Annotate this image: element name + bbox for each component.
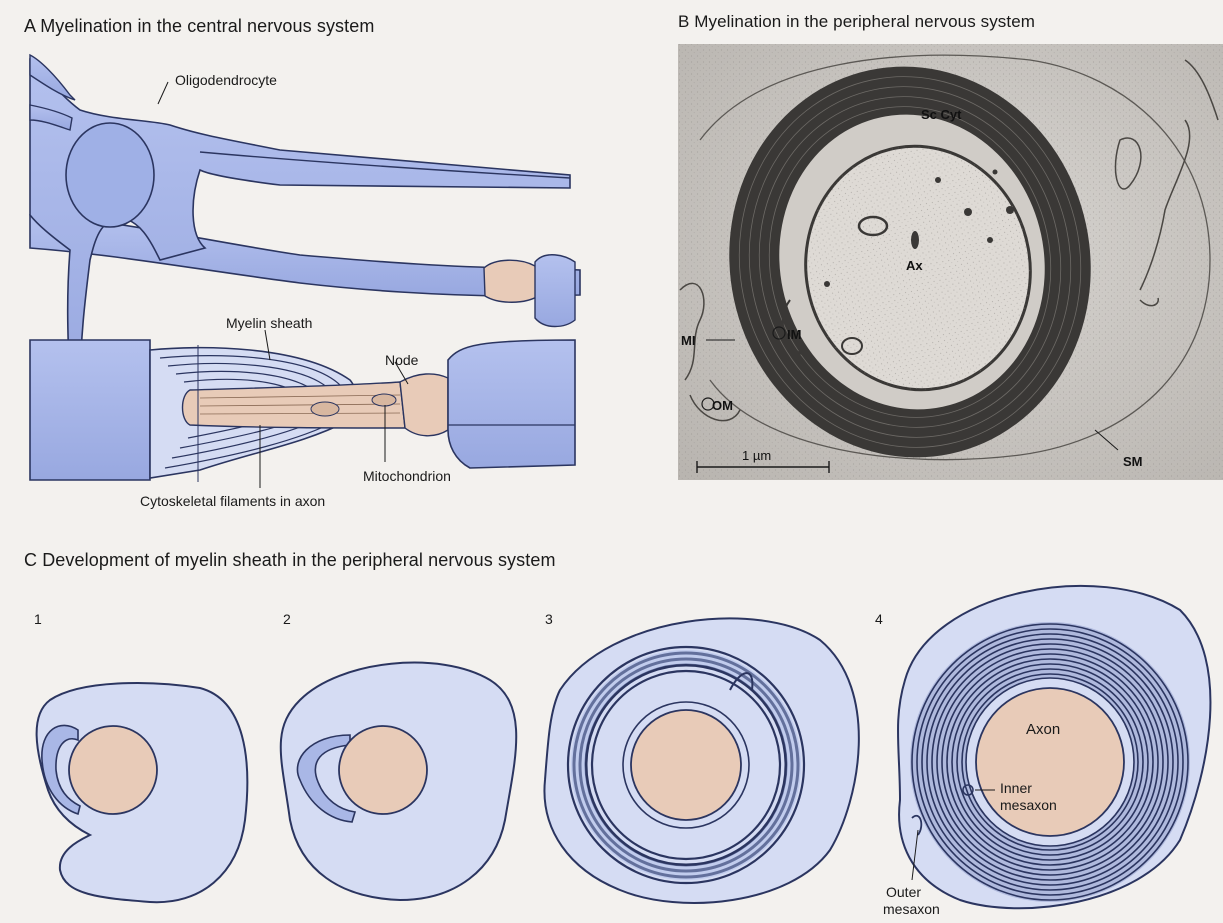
label-outer-mesaxon-line1: Outer bbox=[886, 884, 921, 900]
label-inner-mesaxon-line2: mesaxon bbox=[1000, 797, 1057, 813]
stage-2-diagram bbox=[281, 663, 517, 900]
stage-1-diagram bbox=[37, 683, 248, 902]
label-outer-mesaxon-line2: mesaxon bbox=[883, 901, 940, 917]
label-axon: Axon bbox=[1026, 722, 1060, 738]
stage-3-diagram bbox=[544, 618, 858, 903]
stage-3-axon bbox=[631, 710, 741, 820]
stage-2-axon bbox=[339, 726, 427, 814]
stage-1-axon bbox=[69, 726, 157, 814]
stage-4-axon bbox=[976, 688, 1124, 836]
label-inner-mesaxon-line1: Inner bbox=[1000, 780, 1032, 796]
stage-4-diagram bbox=[898, 586, 1210, 908]
